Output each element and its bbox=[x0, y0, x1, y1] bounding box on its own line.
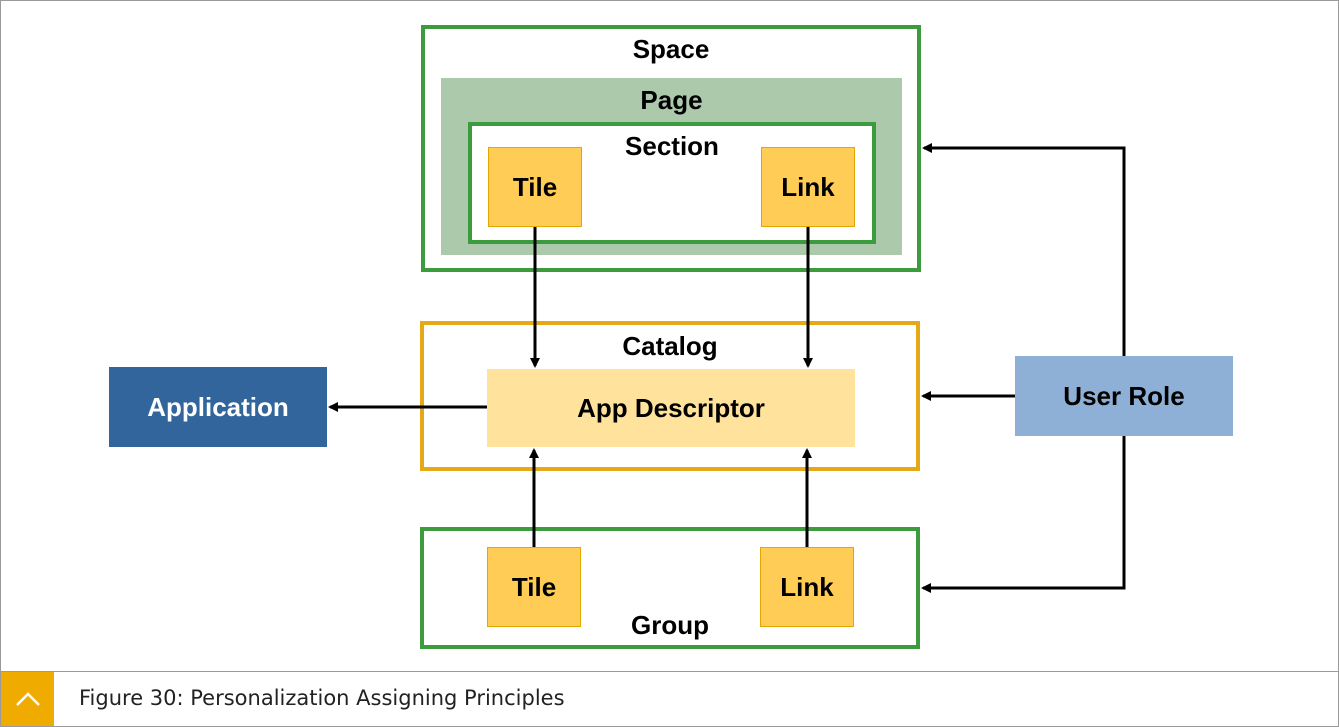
application-box: Application bbox=[109, 367, 327, 447]
group-link: Link bbox=[760, 547, 854, 627]
group-label: Group bbox=[631, 610, 709, 640]
figure-caption: Figure 30: Personalization Assigning Pri… bbox=[79, 686, 565, 710]
section-tile: Tile bbox=[488, 147, 582, 227]
figure-caption-bar: Figure 30: Personalization Assigning Pri… bbox=[1, 671, 1338, 726]
page-label: Page bbox=[640, 85, 703, 115]
group-box bbox=[420, 527, 920, 649]
section-label: Section bbox=[625, 131, 719, 161]
catalog-box bbox=[420, 321, 920, 471]
chevron-up-icon[interactable] bbox=[1, 672, 54, 726]
section-link: Link bbox=[761, 147, 855, 227]
arrow-user-role-to-group bbox=[921, 436, 1126, 593]
user-role-box: User Role bbox=[1015, 356, 1233, 436]
space-box bbox=[421, 25, 921, 272]
group-tile: Tile bbox=[487, 547, 581, 627]
app-descriptor-box: App Descriptor bbox=[487, 369, 855, 447]
arrow-user-role-to-space bbox=[922, 143, 1126, 356]
space-label: Space bbox=[632, 34, 710, 64]
catalog-label: Catalog bbox=[622, 331, 718, 361]
